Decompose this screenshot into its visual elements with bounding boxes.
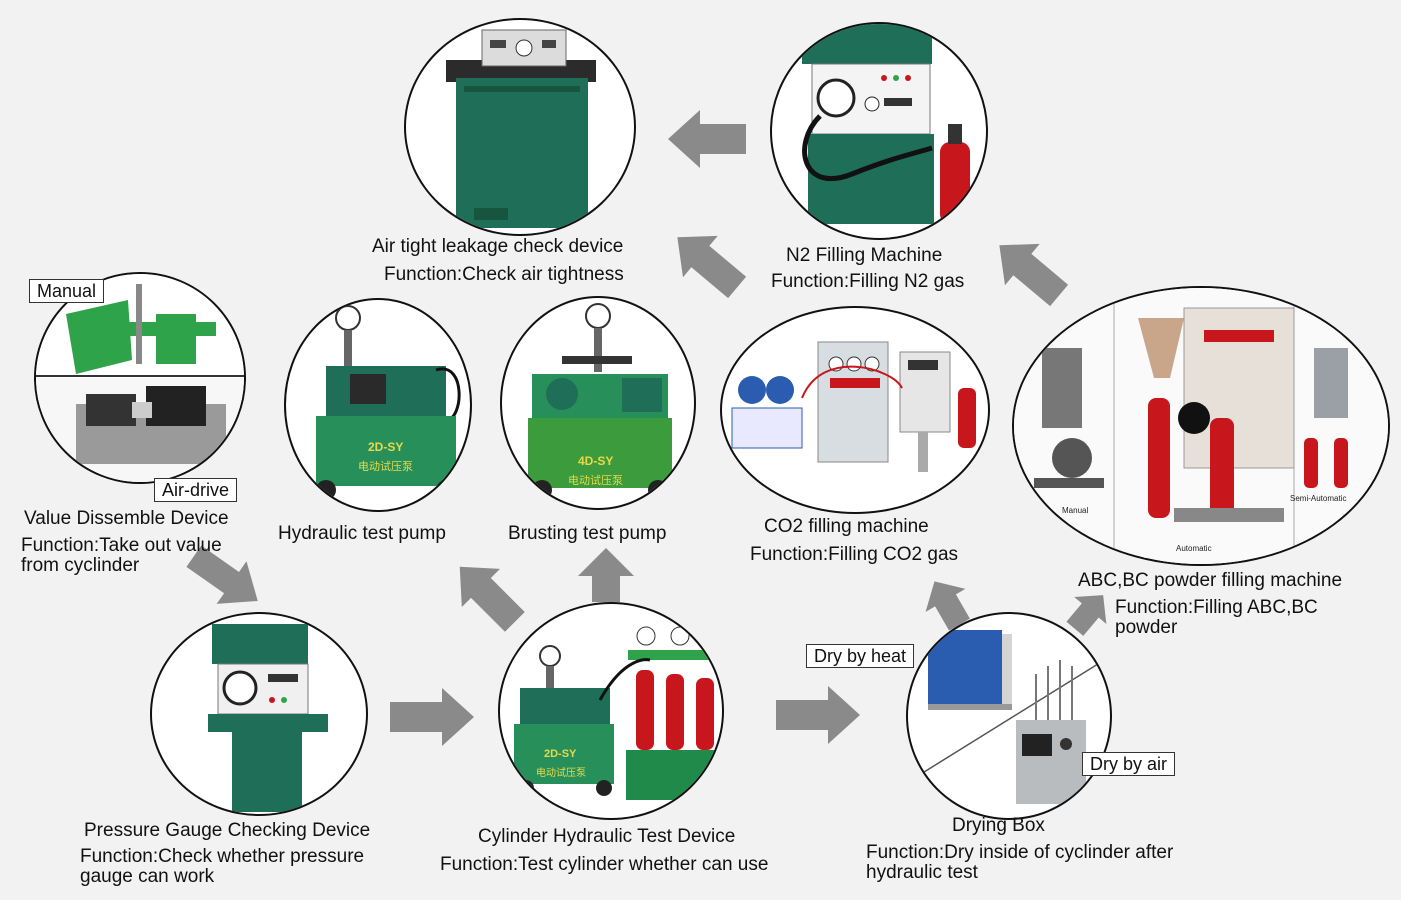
cylinder-device-image: 2D-SY 电动试压泵 (498, 602, 724, 820)
n2-title: N2 Filling Machine (786, 245, 943, 266)
airtight-device-image (404, 18, 636, 236)
gauge-function: Function:Check whether pressure gauge ca… (80, 846, 365, 887)
n2-machine-image (770, 22, 988, 240)
flow-arrow-drying-to-abc (1064, 590, 1114, 636)
airtight-title: Air tight leakage check device (372, 236, 624, 257)
flow-arrow-cylinder-to-bursting (576, 548, 636, 602)
flow-arrow-gauge-to-cylinder (390, 688, 474, 746)
abc-title: ABC,BC powder filling machine (1078, 570, 1343, 591)
valve-title: Value Dissemble Device (24, 508, 229, 529)
hydraulic-pump-image: 2D-SY 电动试压泵 (284, 298, 472, 512)
abc-label-manual: Manual (1062, 506, 1089, 515)
cylinder-pump-marking: 2D-SY (544, 748, 577, 760)
hydraulic-pump-cn-label: 电动试压泵 (358, 461, 413, 473)
n2-function: Function:Filling N2 gas (771, 271, 965, 292)
abc-label-semi-automatic: Semi-Automatic (1290, 494, 1347, 503)
flow-arrow-abc-to-n2 (990, 236, 1070, 307)
cylinder-pump-cn-label: 电动试压泵 (536, 768, 586, 779)
bursting-pump-image: 4D-SY 电动试压泵 (500, 296, 696, 510)
hydraulic-pump-marking: 2D-SY (368, 440, 404, 454)
gauge-device-image (150, 612, 368, 816)
valve-device-image (34, 272, 246, 484)
valve-function: Function:Take out value from cyclinder (21, 535, 222, 576)
bursting-pump-title: Brusting test pump (508, 523, 667, 544)
cylinder-title: Cylinder Hydraulic Test Device (478, 826, 736, 847)
flow-arrow-n2-to-airtight (668, 110, 748, 168)
abc-label-automatic: Automatic (1176, 544, 1212, 553)
tag-air-drive: Air-drive (154, 478, 238, 502)
abc-function: Function:Filling ABC,BC powder (1115, 597, 1318, 638)
co2-machine-image (720, 306, 990, 514)
tag-manual: Manual (29, 279, 105, 303)
flow-arrow-cylinder-to-hydraulic (448, 560, 528, 632)
hydraulic-pump-title: Hydraulic test pump (278, 523, 446, 544)
gauge-title: Pressure Gauge Checking Device (84, 820, 371, 841)
flow-arrow-valve-to-gauge (185, 545, 265, 608)
tag-dry-by-heat: Dry by heat (806, 644, 915, 668)
flow-arrow-cylinder-to-drying (776, 686, 860, 744)
co2-function: Function:Filling CO2 gas (750, 544, 959, 565)
bursting-pump-marking: 4D-SY (578, 454, 614, 468)
drying-function: Function:Dry inside of cyclinder after h… (866, 842, 1174, 883)
tag-dry-by-air: Dry by air (1082, 752, 1176, 776)
flow-arrow-drying-to-co2 (922, 578, 972, 631)
co2-title: CO2 filling machine (764, 516, 929, 537)
bursting-pump-cn-label: 电动试压泵 (568, 475, 623, 487)
drying-title: Drying Box (952, 815, 1045, 836)
abc-machine-image: Manual Semi-Automatic Automatic (1012, 286, 1390, 566)
cylinder-function: Function:Test cylinder whether can use (440, 854, 769, 875)
drying-box-image (906, 612, 1112, 820)
flow-arrow-co2-to-airtight (668, 228, 748, 299)
airtight-function: Function:Check air tightness (384, 264, 624, 285)
